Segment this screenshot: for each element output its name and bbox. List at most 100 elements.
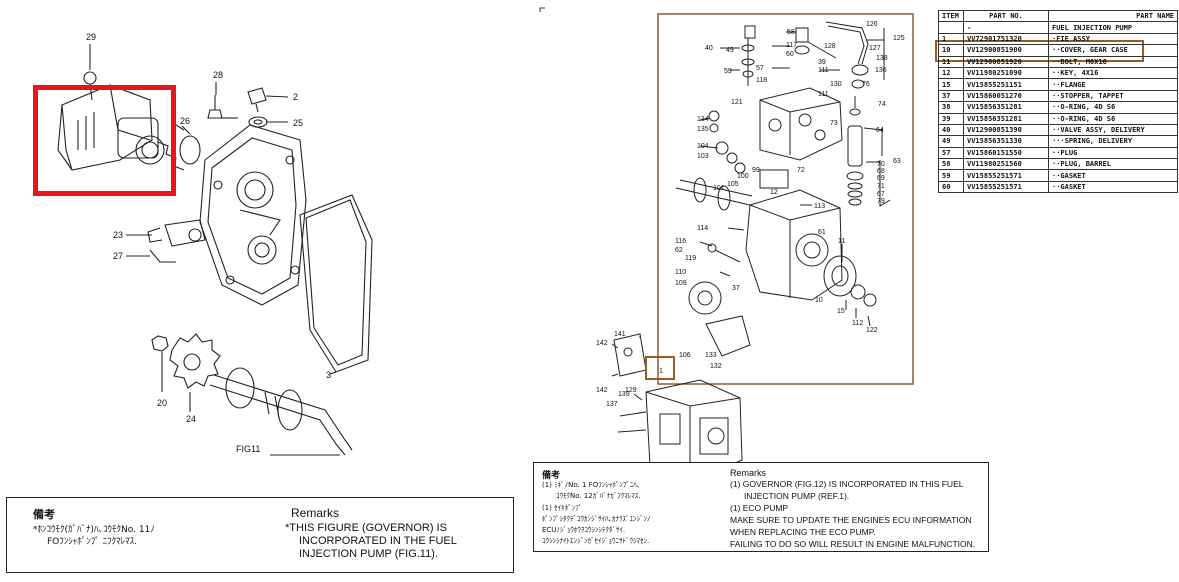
part-callout-label: 109	[675, 280, 687, 287]
row-part-no: VV15860151550	[963, 146, 1049, 160]
right-remarks-en-line: (1) ECO PUMP	[730, 503, 789, 513]
row-part-no: VV12900851390	[963, 123, 1049, 137]
fig-reference-label: FIG11	[236, 444, 260, 454]
row-item: 12	[938, 66, 964, 80]
part-callout-label: 141	[614, 331, 626, 338]
row-part-no: VV15856351281	[963, 101, 1049, 114]
row-item: 10	[938, 44, 964, 57]
header-part-no: PART NO.	[963, 9, 1049, 23]
pump-head-drawing	[759, 87, 843, 161]
left-remarks-box: 備考 *ﾎﾝｺｳﾓｸ(ｶﾞﾊﾞﾅ)ﾊ､ｺｳﾓｸNo. 11ﾉ FOﾌﾝｼｬﾎﾟﾝ…	[6, 497, 514, 573]
part-callout-label: 100	[737, 173, 749, 180]
row-item: 39	[938, 112, 964, 125]
part-callout-label: 23	[113, 230, 123, 240]
part-callout-label: 121	[731, 99, 743, 106]
row-part-name: ··PLUG	[1048, 146, 1178, 160]
left-remarks-en-line: INCORPORATED IN THE FUEL	[299, 535, 457, 547]
part-callout-label: 136	[875, 67, 887, 74]
camshaft-drawing	[209, 384, 346, 456]
part-callout-label: 113	[814, 203, 825, 210]
row-part-no: VV15856351330	[963, 135, 1049, 148]
row-part-name: ··O-RING, 4D S6	[1048, 112, 1178, 125]
left-remarks-en-title: Remarks	[291, 506, 340, 520]
right-remarks-en-line: WHEN REPLACING THE ECO PUMP.	[730, 527, 876, 537]
part-callout-label: 29	[86, 32, 96, 42]
row-item: 37	[938, 89, 964, 103]
part-callout-label: 134	[697, 116, 709, 123]
right-remarks-jp-line: ｺｳﾓｸNo. 12ｶﾞﾊﾞﾅｶﾞﾌｸﾏﾚﾏｽ.	[556, 492, 641, 500]
row-part-name: ··KEY, 4X16	[1048, 66, 1178, 80]
parts-table-row: -FUEL INJECTION PUMP	[938, 21, 1178, 34]
part-callout-label: 112	[852, 320, 863, 327]
row-item: 11	[938, 55, 964, 68]
delivery-valve-drawing	[741, 25, 837, 86]
part-callout-label: 119	[685, 255, 696, 262]
part-callout-label: 63	[893, 158, 901, 165]
part-callout-label: 104	[697, 143, 709, 150]
row-item: 15	[938, 78, 964, 91]
parts-list-table: ITEM PART NO. PART NAME -FUEL INJECTION …	[938, 9, 1178, 194]
part-callout-label: 49	[726, 47, 734, 54]
part-callout-label: 106	[679, 352, 691, 359]
part-callout-label: 62	[675, 247, 683, 254]
part-callout-label: 58	[787, 29, 795, 36]
gear-case-gasket-drawing	[299, 194, 373, 373]
part-callout-label: 125	[893, 35, 905, 42]
pump-body-drawing	[745, 169, 843, 301]
part-callout-label: 2	[293, 92, 298, 102]
part-callout-label: 76	[862, 81, 870, 88]
row-part-no: VV12900851900	[963, 44, 1049, 57]
part-callout-label: 110	[675, 269, 686, 276]
part-callout-label: 142	[596, 340, 608, 347]
part-callout-label: 40	[705, 45, 713, 52]
part-callout-label: 133	[705, 352, 717, 359]
left-remarks-en-line: INJECTION PUMP (FIG.11).	[299, 548, 438, 560]
right-remarks-en-line: (1) GOVERNOR (FIG.12) IS INCORPORATED IN…	[730, 479, 964, 489]
part-callout-label: 64	[876, 127, 884, 134]
header-item: ITEM	[938, 9, 964, 23]
part-callout-label: 37	[732, 285, 740, 292]
row-part-no: VV15855251151	[963, 78, 1049, 91]
part-callout-label: 15	[837, 308, 845, 315]
row-part-no: VV11980251560	[963, 158, 1049, 171]
row-part-name: ··BOLT, M6X10	[1048, 55, 1178, 68]
left-remarks-jp-line: *ﾎﾝｺｳﾓｸ(ｶﾞﾊﾞﾅ)ﾊ､ｺｳﾓｸNo. 11ﾉ	[33, 525, 155, 535]
row-part-name: ··GASKET	[1048, 169, 1178, 182]
part-callout-label: 25	[293, 118, 303, 128]
right-remarks-box: 備考 (1) ﾐｷﾞﾉNo. 1 FOﾌﾝｼｬﾎﾟﾝﾌﾟﾆﾊ､ ｺｳﾓｸNo. …	[533, 462, 989, 552]
row-item: 60	[938, 180, 964, 194]
part-callout-label: 69	[877, 175, 885, 182]
right-remarks-en-line: INJECTION PUMP (REF.1).	[744, 491, 850, 501]
part-callout-label: 26	[180, 116, 190, 126]
part-callout-label: 122	[866, 327, 878, 334]
right-remarks-jp-line: ECUﾉｼﾞｮｳﾎｳｦｺｳｼﾝｼﾃｸﾀﾞｻｲ.	[542, 526, 626, 534]
part-callout-label: 79	[877, 198, 885, 205]
part-callout-label: 130	[830, 81, 842, 88]
row-part-no: VV72901751320	[963, 32, 1049, 46]
row-item: 40	[938, 123, 964, 137]
part-callout-label: 60	[786, 51, 794, 58]
part-callout-label: 39	[818, 59, 826, 66]
part-callout-label: 105	[727, 181, 739, 188]
part-callout-label: 68	[877, 168, 885, 175]
row-part-name: ··PLUG, BARREL	[1048, 158, 1178, 171]
part-callout-label: 61	[818, 229, 826, 236]
header-part-name: PART NAME	[1048, 9, 1178, 23]
part-callout-label: 28	[213, 70, 223, 80]
fuel-line-drawing	[825, 21, 869, 65]
row-part-no: VV15856351281	[963, 112, 1049, 125]
right-remarks-jp-line: (1) ﾐｷﾞﾉNo. 1 FOﾌﾝｼｬﾎﾟﾝﾌﾟﾆﾊ､	[542, 481, 641, 489]
part-callout-label: 71	[877, 183, 885, 190]
